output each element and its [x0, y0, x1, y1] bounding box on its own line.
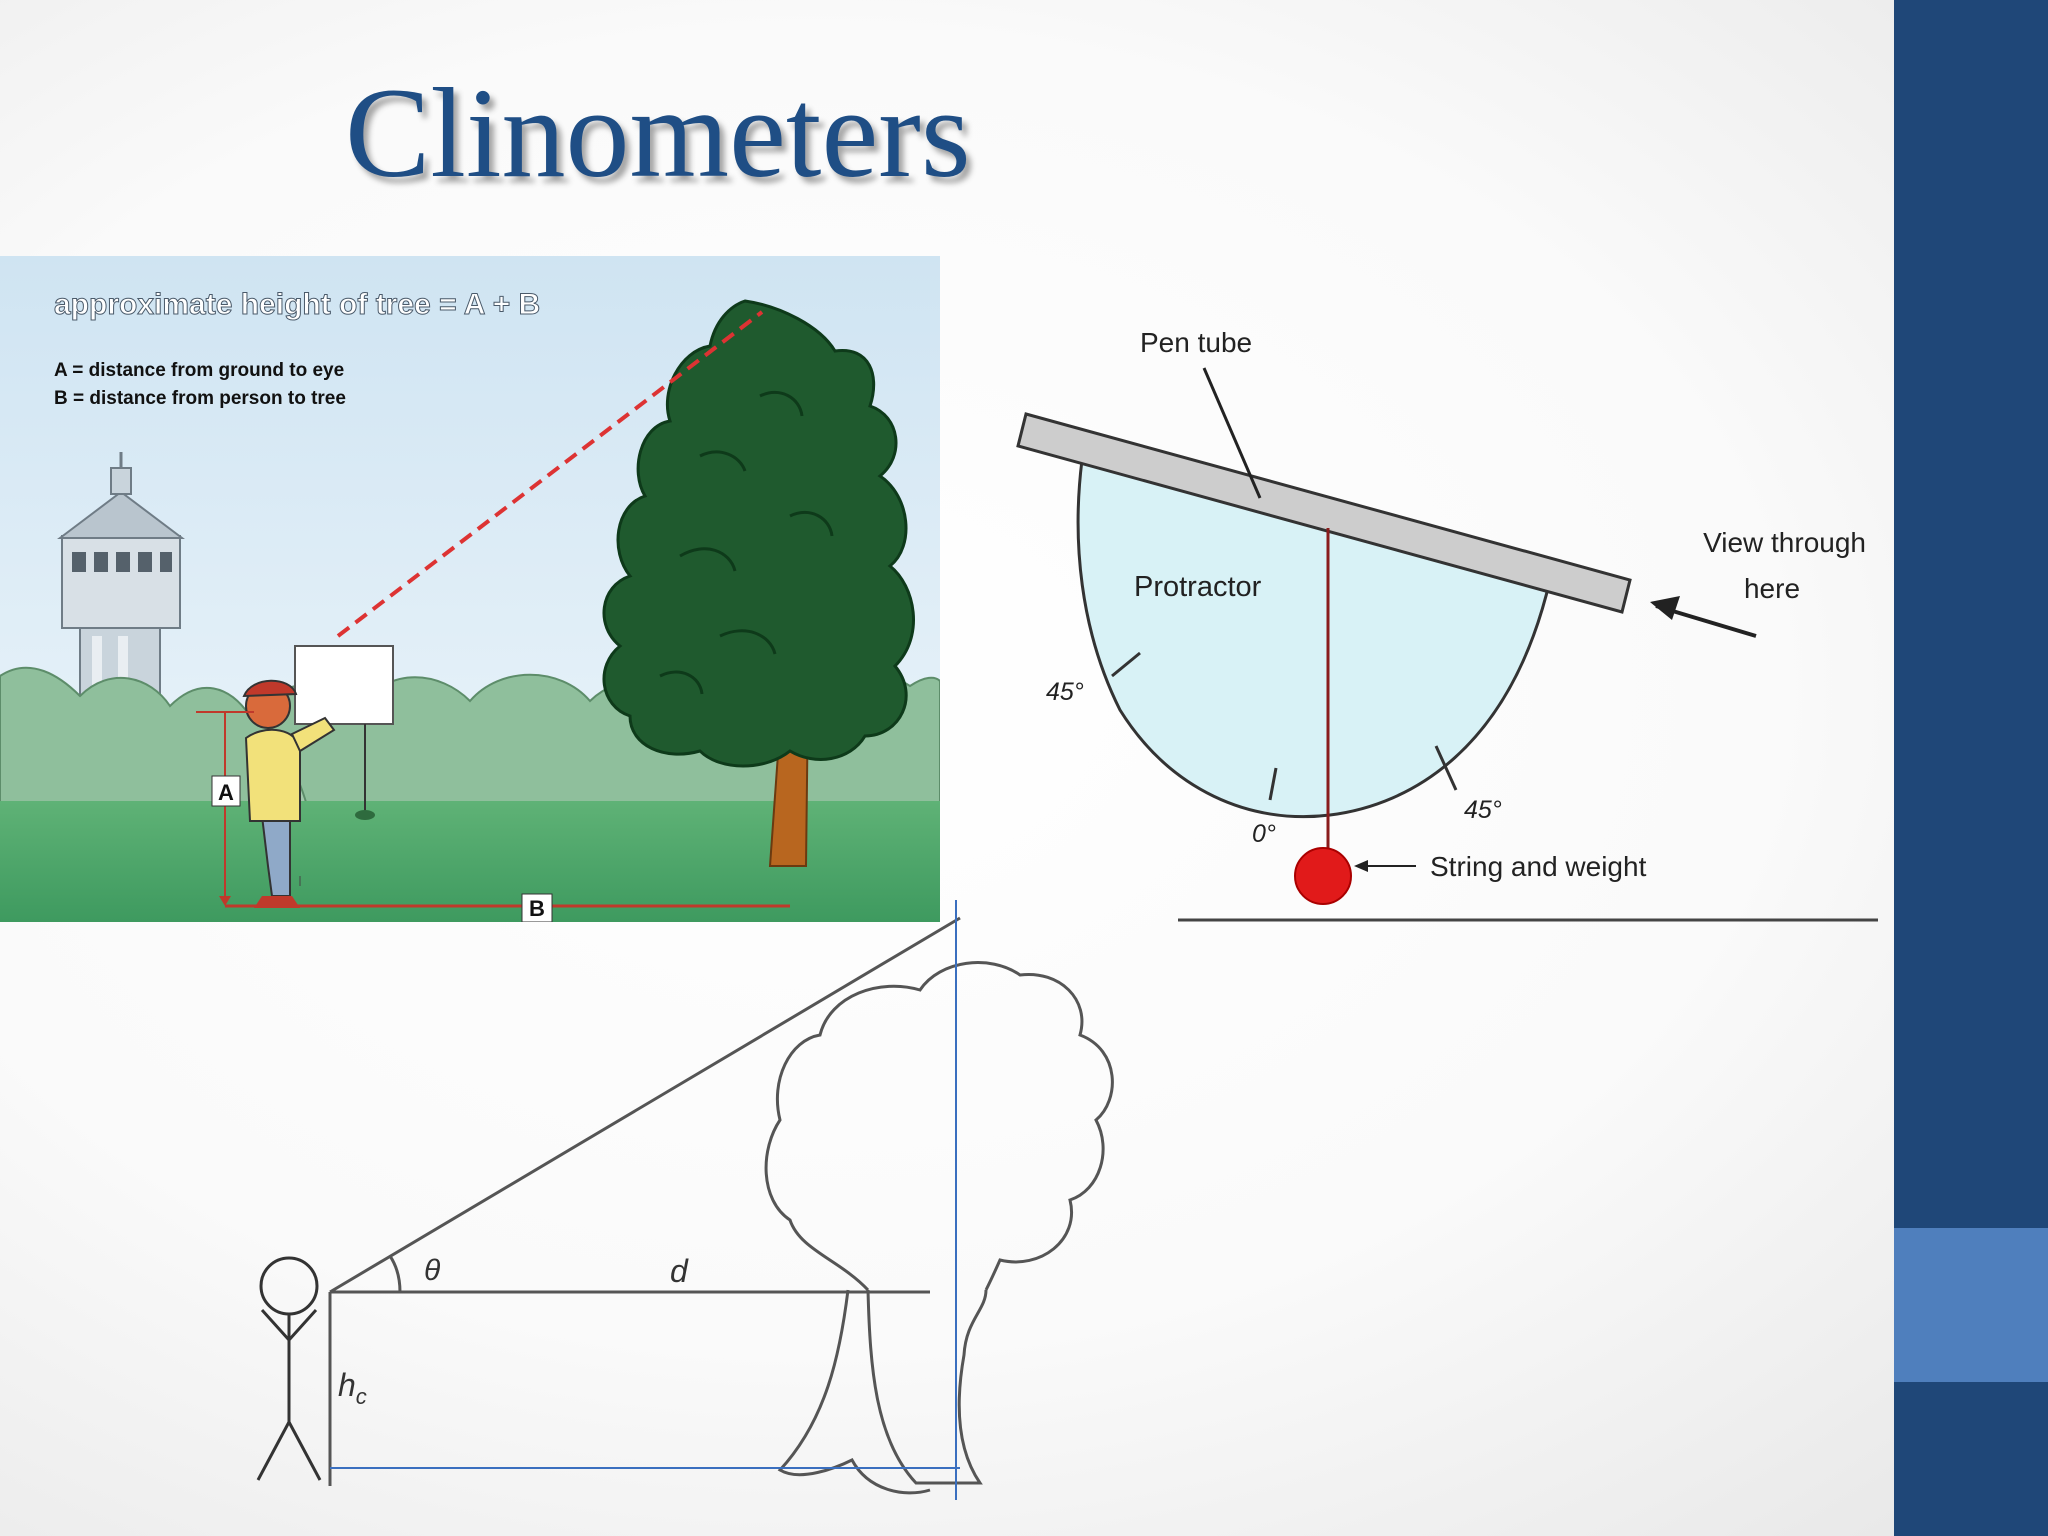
- height-hc-label: hc: [338, 1367, 367, 1409]
- protractor-label: Protractor: [1134, 571, 1262, 603]
- stick-figure: [256, 1256, 322, 1481]
- clinometer-card: [294, 645, 394, 725]
- sight-line: [336, 310, 764, 638]
- pen-tube: [1016, 412, 1632, 614]
- hypotenuse-line: [329, 916, 961, 1294]
- distance-d-label: d: [670, 1253, 689, 1289]
- tick-label-right-45: 45°: [1464, 796, 1502, 824]
- view-here-label: here: [1744, 573, 1800, 604]
- cartoon-tree: [602, 299, 915, 867]
- angle-arc: [388, 1255, 402, 1293]
- protractor-body: [1076, 458, 1552, 819]
- pen-tube-label: Pen tube: [1140, 327, 1252, 358]
- protractor-diagram: Pen tube View through here Protractor 45…: [990, 270, 1890, 930]
- weight-ball: [1294, 847, 1352, 905]
- tree-trunk-outline: [777, 1289, 988, 1495]
- side-accent-block: [1894, 1228, 2048, 1382]
- legend-a: A = distance from ground to eye: [54, 360, 344, 381]
- tree-canopy-outline: [764, 961, 1114, 1292]
- trig-diagram: θ d hc: [240, 894, 1180, 1505]
- tree-height-illustration: A B approximate height of tree = A + B A…: [0, 256, 940, 922]
- label-b: B: [529, 896, 545, 921]
- tick-label-zero: 0°: [1252, 820, 1276, 848]
- label-a: A: [218, 780, 234, 805]
- person-figure: [242, 679, 336, 908]
- legend-b: B = distance from person to tree: [54, 388, 346, 409]
- tick-label-left-45: 45°: [1046, 678, 1084, 706]
- string-weight-label: String and weight: [1430, 851, 1647, 882]
- illustration-banner: approximate height of tree = A + B: [54, 288, 540, 321]
- view-through-label: View through: [1703, 527, 1866, 558]
- angle-theta-label: θ: [424, 1254, 441, 1287]
- slide-title: Clinometers: [345, 62, 971, 204]
